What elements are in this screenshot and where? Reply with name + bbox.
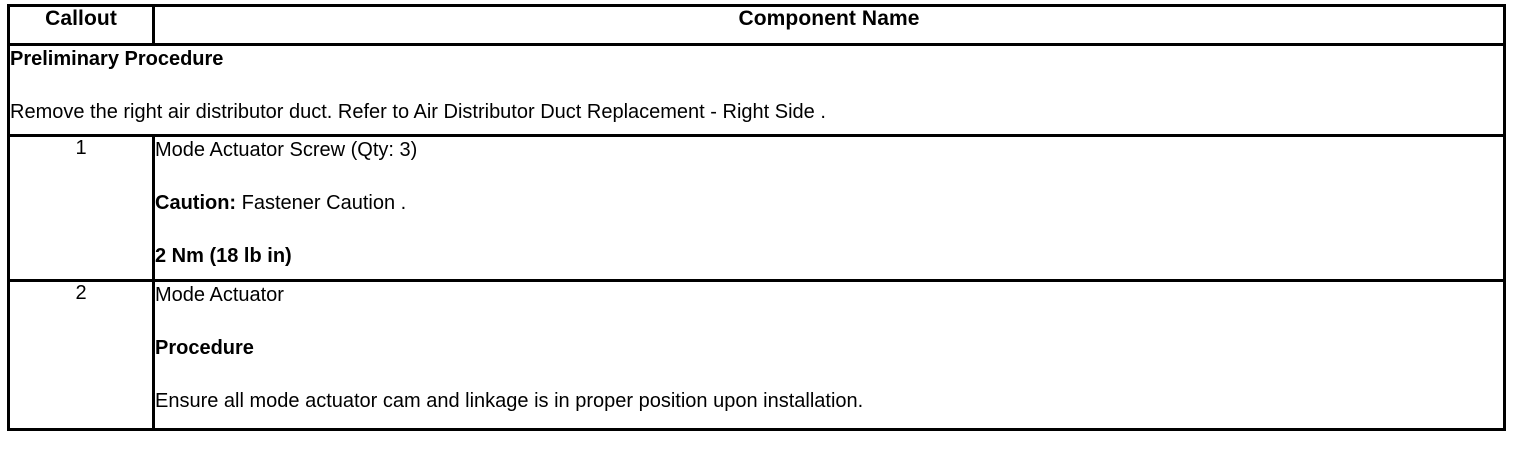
caution-label: Caution: [155, 192, 237, 214]
table-row: 1 Mode Actuator Screw (Qty: 3) Caution: … [7, 134, 1506, 282]
torque-spec-text: 2 Nm (18 lb in) [155, 245, 292, 267]
preliminary-procedure-row: Preliminary Procedure Remove the right a… [7, 43, 1506, 137]
component-description-cell: Mode Actuator Procedure Ensure all mode … [152, 279, 1506, 431]
component-name-text: Mode Actuator Screw (Qty: 3) [155, 139, 418, 161]
component-name-text: Mode Actuator [155, 284, 284, 306]
component-description-cell: Mode Actuator Screw (Qty: 3) Caution: Fa… [152, 134, 1506, 282]
preliminary-procedure-text: Remove the right air distributor duct. R… [10, 101, 826, 123]
preliminary-procedure-cell: Preliminary Procedure Remove the right a… [7, 43, 1506, 137]
column-header-callout: Callout [7, 4, 155, 46]
table-body: Preliminary Procedure Remove the right a… [7, 43, 1506, 431]
caution-text: Fastener Caution . [236, 192, 407, 214]
procedure-text: Ensure all mode actuator cam and linkage… [155, 390, 864, 412]
procedure-heading: Procedure [155, 337, 254, 359]
callout-number: 2 [7, 279, 155, 431]
component-callout-table: Callout Component Name Preliminary Proce… [7, 4, 1506, 431]
table-row: 2 Mode Actuator Procedure Ensure all mod… [7, 279, 1506, 431]
column-header-component-name: Component Name [152, 4, 1506, 46]
table-header: Callout Component Name [7, 4, 1506, 46]
callout-number: 1 [7, 134, 155, 282]
header-row: Callout Component Name [7, 4, 1506, 46]
caution-line: Caution: Fastener Caution . [155, 190, 1503, 216]
preliminary-procedure-title: Preliminary Procedure [10, 48, 224, 70]
